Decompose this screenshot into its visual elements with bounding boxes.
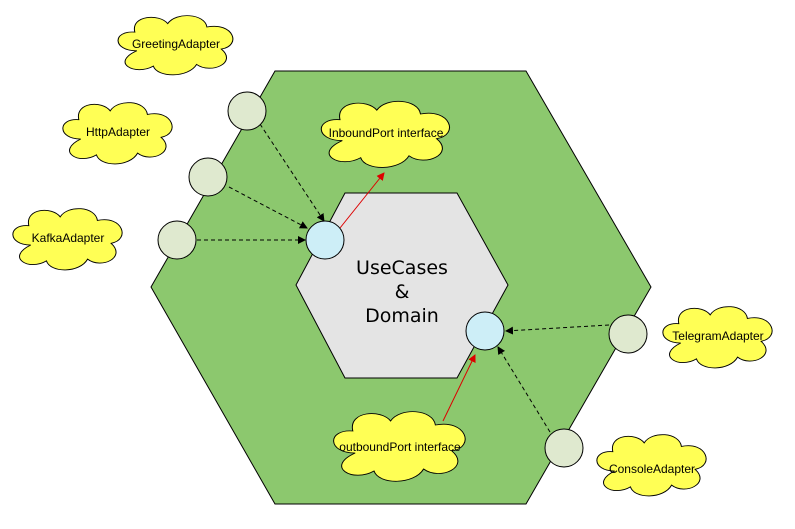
console-adapter-circle xyxy=(544,428,584,468)
http-adapter-circle xyxy=(188,157,228,197)
greeting-adapter-circle xyxy=(227,91,267,131)
greeting-adapter-label: GreetingAdapter xyxy=(132,37,220,51)
kafka-adapter-cloud: KafkaAdapter xyxy=(12,208,123,271)
outbound-port-circle xyxy=(465,311,505,351)
console-adapter-label: ConsoleAdapter xyxy=(609,462,695,476)
inbound-port-label: InboundPort interface xyxy=(329,126,444,140)
greeting-adapter-cloud: GreetingAdapter xyxy=(117,15,234,76)
core-label-line3: Domain xyxy=(365,305,439,327)
dashed-arrow-greeting-to-inbound xyxy=(259,123,325,222)
dashed-arrow-telegram-to-outbound xyxy=(505,324,610,335)
http-adapter-cloud: HttpAdapter xyxy=(62,102,173,165)
telegram-adapter-circle xyxy=(608,314,648,354)
kafka-adapter-circle xyxy=(157,220,197,260)
dashed-arrow-console-to-outbound xyxy=(497,346,551,433)
inbound-port-circle xyxy=(305,220,345,260)
telegram-adapter-cloud: TelegramAdapter xyxy=(662,306,773,369)
red-arrow-inbound-to-interface xyxy=(339,172,385,229)
outbound-port-label: outboundPort interface xyxy=(339,440,461,454)
inbound-port-interface-cloud: InboundPort interface xyxy=(320,100,451,169)
console-adapter-cloud: ConsoleAdapter xyxy=(596,434,707,497)
outbound-port-interface-cloud: outboundPort interface xyxy=(333,411,466,482)
telegram-adapter-label: TelegramAdapter xyxy=(672,329,763,343)
http-adapter-label: HttpAdapter xyxy=(86,125,150,139)
core-label-line1: UseCases xyxy=(356,257,448,279)
core-label-line2: & xyxy=(395,281,410,303)
red-arrow-outbound-interface-to-port xyxy=(442,354,476,422)
core-hexagon xyxy=(295,192,509,379)
kafka-adapter-label: KafkaAdapter xyxy=(32,231,105,245)
dashed-arrow-http-to-inbound xyxy=(228,186,308,229)
